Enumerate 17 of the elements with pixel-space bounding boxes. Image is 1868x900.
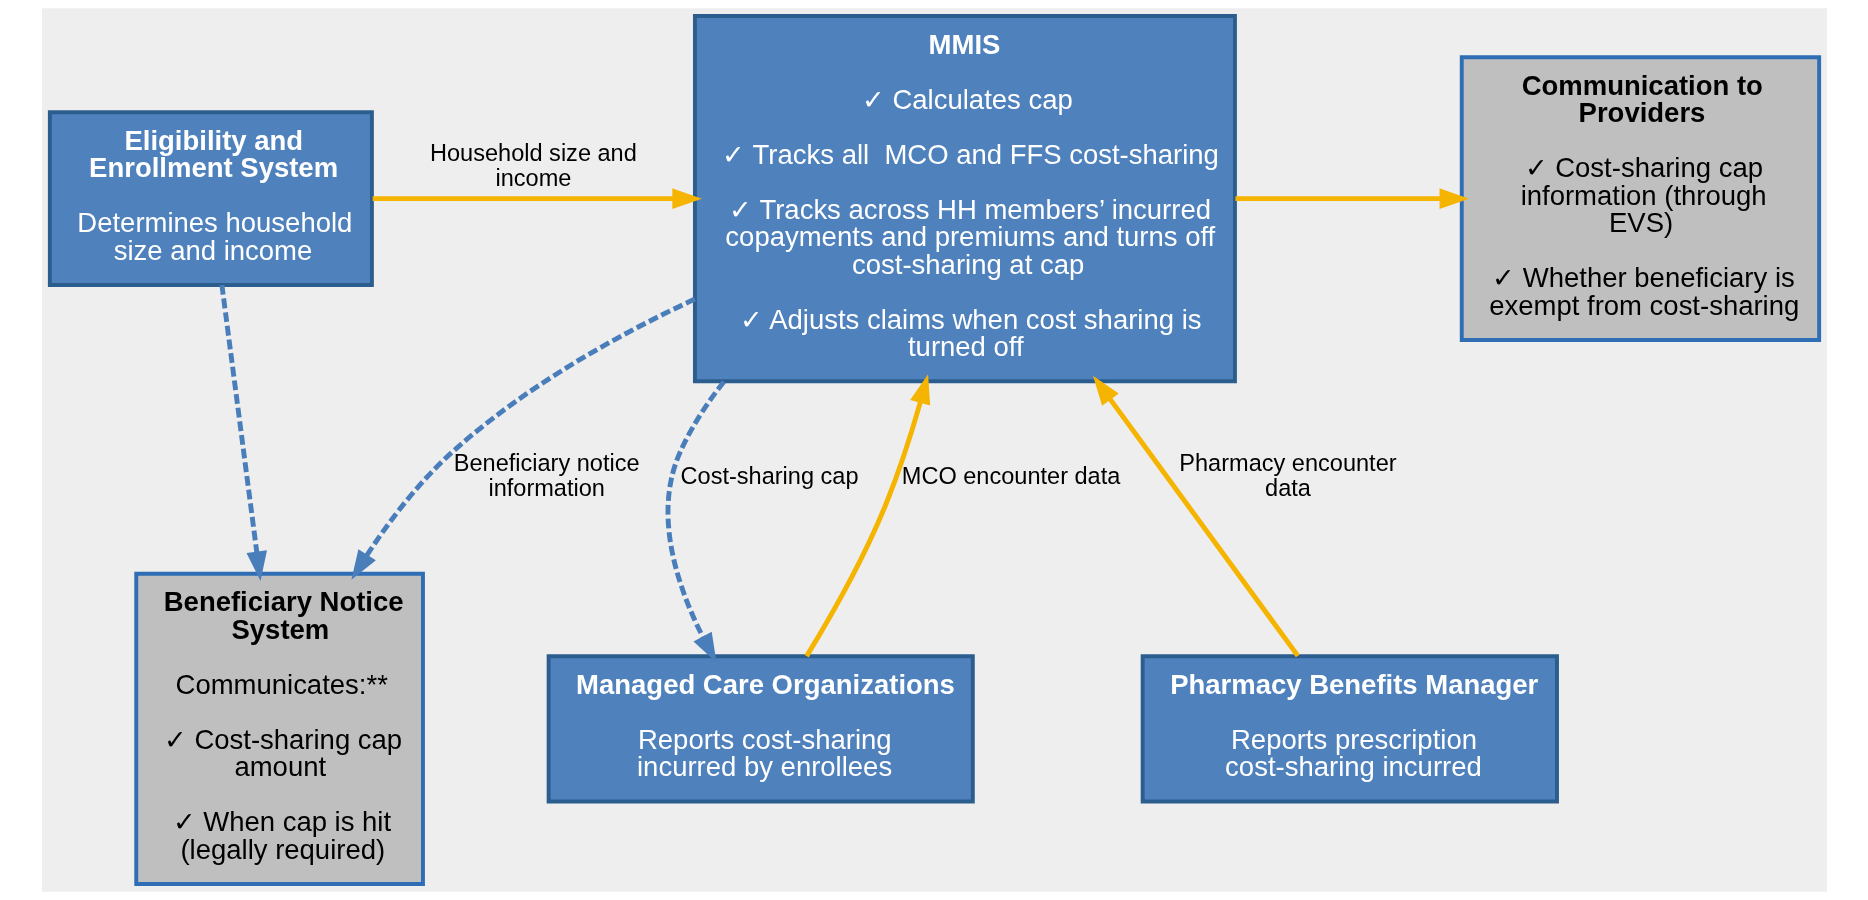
node-box: Beneficiary Notice System Communicates:** ✓ Cost-sharing cap amount ✓ When cap is hit (legally required) — [133, 571, 425, 886]
edge-label: Cost-sharing cap — [680, 462, 859, 489]
edge-label: Pharmacy encounter data — [1178, 449, 1397, 502]
arrow — [1092, 375, 1300, 658]
arrow — [372, 188, 702, 209]
arrow — [1234, 188, 1469, 209]
arrow — [350, 296, 696, 580]
arrow — [218, 284, 267, 581]
node-box: Eligibility and Enrollment System Determines household size and income — [47, 110, 374, 287]
node-box: MMIS ✓ Calculates cap ✓ Tracks all MCO and FFS cost-sharing ✓ Tracks across HH members’ incurred copayments and premiums and turns off cost-sharing at cap ✓ Adjusts claims when cost sharing is turned off — [692, 14, 1237, 384]
node-box: Pharmacy Benefits Manager Reports prescription cost-sharing incurred — [1140, 654, 1559, 804]
edge-label: MCO encounter data — [901, 462, 1120, 489]
node-box: Communication to Providers ✓ Cost-sharing cap information (through EVS) ✓ Whether beneficiary is exempt from cost-sharing — [1459, 55, 1821, 342]
node-box: Managed Care Organizations Reports cost-sharing incurred by enrollees — [546, 654, 975, 804]
edge-label: Household size and income — [429, 139, 637, 192]
arrow — [804, 374, 930, 658]
edge-label: Beneficiary notice information — [453, 449, 640, 502]
